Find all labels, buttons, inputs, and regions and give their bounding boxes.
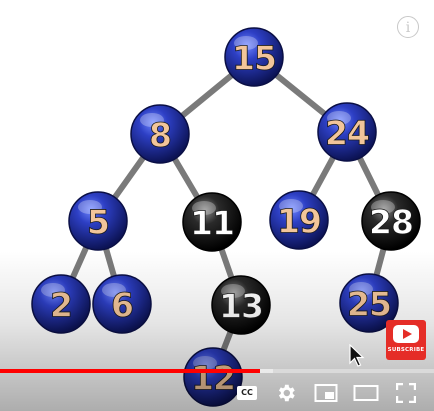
- tree-node-highlight: [78, 200, 102, 214]
- tree-node-highlight: [192, 201, 216, 215]
- tree-node-6: 6: [92, 274, 152, 334]
- theater-mode-button[interactable]: [351, 379, 381, 407]
- fullscreen-icon: [396, 383, 416, 403]
- tree-node-circle: [339, 273, 399, 333]
- info-icon[interactable]: i: [397, 16, 419, 38]
- tree-node-8: 8: [130, 104, 190, 164]
- tree-node-28: 28: [361, 191, 421, 251]
- tree-node-circle: [92, 274, 152, 334]
- tree-node-24: 24: [317, 102, 377, 162]
- closed-captions-button[interactable]: CC: [232, 379, 262, 407]
- tree-node-15: 15: [224, 27, 284, 87]
- closed-captions-icon: CC: [237, 386, 257, 400]
- progress-played: [0, 369, 261, 373]
- gear-icon: [278, 384, 295, 402]
- tree-node-highlight: [279, 199, 303, 213]
- tree-node-11: 11: [182, 192, 242, 252]
- tree-node-highlight: [140, 113, 164, 127]
- tree-node-circle: [211, 275, 271, 335]
- tree-node-label: 19: [277, 202, 321, 241]
- tree-node-13: 13: [211, 275, 271, 335]
- tree-node-circle: [130, 104, 190, 164]
- tree-node-25: 25: [339, 273, 399, 333]
- tree-node-label: 2: [50, 286, 72, 325]
- mouse-cursor-icon: [349, 344, 365, 367]
- tree-node-circle: [269, 190, 329, 250]
- progress-bar[interactable]: [0, 369, 434, 373]
- tree-node-circle: [224, 27, 284, 87]
- tree-node-label: 28: [369, 203, 413, 242]
- tree-node-label: 13: [219, 287, 263, 326]
- tree-node-highlight: [327, 111, 351, 125]
- tree-node-highlight: [41, 283, 65, 297]
- settings-button[interactable]: [271, 379, 301, 407]
- tree-node-highlight: [234, 36, 258, 50]
- subscribe-label: SUBSCRIBE: [387, 347, 425, 353]
- tree-node-label: 6: [111, 286, 133, 325]
- youtube-logo-icon: [393, 325, 419, 343]
- tree-node-circle: [31, 274, 91, 334]
- tree-node-highlight: [371, 200, 395, 214]
- miniplayer-icon: [314, 384, 338, 402]
- tree-node-label: 15: [232, 39, 276, 78]
- tree-node-highlight: [349, 282, 373, 296]
- tree-node-label: 25: [347, 285, 391, 324]
- tree-node-circle: [182, 192, 242, 252]
- subscribe-button[interactable]: SUBSCRIBE: [386, 320, 426, 360]
- miniplayer-button[interactable]: [311, 379, 341, 407]
- tree-node-19: 19: [269, 190, 329, 250]
- tree-node-highlight: [193, 356, 217, 370]
- theater-mode-icon: [353, 385, 379, 401]
- fullscreen-button[interactable]: [391, 379, 421, 407]
- tree-node-circle: [317, 102, 377, 162]
- tree-node-12: 12: [183, 347, 243, 407]
- tree-node-label: 8: [149, 116, 171, 155]
- tree-node-highlight: [221, 284, 245, 298]
- tree-node-label: 5: [87, 203, 109, 242]
- tree-node-highlight: [102, 283, 126, 297]
- tree-node-label: 24: [325, 114, 369, 153]
- tree-node-2: 2: [31, 274, 91, 334]
- tree-node-label: 12: [191, 359, 235, 398]
- tree-node-label: 11: [190, 204, 234, 243]
- tree-node-circle: [361, 191, 421, 251]
- tree-node-circle: [183, 347, 243, 407]
- tree-node-5: 5: [68, 191, 128, 251]
- tree-node-circle: [68, 191, 128, 251]
- player-controls: CC: [0, 373, 434, 411]
